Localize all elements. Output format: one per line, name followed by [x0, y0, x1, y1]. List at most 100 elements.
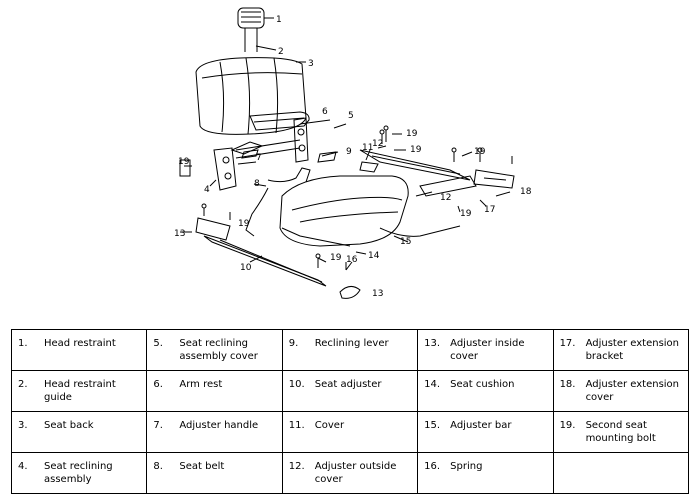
legend-part-name: Adjuster extension cover: [585, 379, 680, 403]
callout-19-e: 19: [330, 253, 342, 263]
legend-cell: 18. Adjuster extension cover: [552, 370, 690, 412]
legend-part-number: 2.: [18, 379, 28, 390]
legend-entry: 1. Head restraint: [12, 330, 146, 350]
legend-part-number: 1.: [18, 338, 28, 349]
seat-belt-drawing: [245, 167, 311, 237]
parts-legend-table: 1. Head restraint 5.Seat reclining assembl…: [10, 329, 690, 494]
callout-7: 7: [256, 153, 262, 163]
legend-part-number: 9.: [288, 338, 299, 349]
legend-row: 2.Head restraint guide 6. Arm rest 10. Seat …: [10, 370, 690, 412]
legend-part-number: 10.: [288, 379, 305, 390]
callout-19-a: 19: [406, 129, 418, 139]
callout-4: 4: [204, 185, 210, 195]
legend-cell: 9. Reclining lever: [281, 329, 419, 371]
legend-part-number: 16.: [424, 461, 441, 472]
legend-entry: 14. Seat cushion: [418, 371, 552, 391]
bolt-drawings: [201, 125, 513, 270]
callout-16: 16: [346, 255, 358, 265]
seat-cushion-drawing: [279, 175, 409, 247]
legend-cell: 17. Adjuster extension bracket: [552, 329, 690, 371]
legend-entry: 7. Adjuster handle: [147, 412, 281, 432]
legend-cell: 6. Arm rest: [146, 370, 283, 412]
seat-back-drawing: [195, 57, 307, 135]
legend-cell: 3. Seat back: [10, 411, 148, 453]
legend-part-number: 7.: [153, 420, 163, 431]
callout-3: 3: [308, 59, 314, 69]
legend-part-number: 11.: [288, 420, 305, 431]
callout-1: 1: [276, 15, 282, 25]
legend-cell: 4.Seat reclining assembly: [10, 452, 148, 494]
callout-13-a: 13: [174, 229, 185, 239]
callout-labels: 1 2 3 5 6 9 11 12 19 19 19 19 19 19 17 1…: [174, 15, 532, 299]
legend-entry: 19. Second seat mounting bolt: [554, 412, 688, 445]
legend-cell: 5.Seat reclining assembly cover: [146, 329, 283, 371]
seat-reclining-assembly-drawing: [179, 117, 309, 191]
legend-cell: [552, 452, 690, 494]
legend-part-name: Seat back: [44, 420, 94, 431]
legend-part-name: Second seat mounting bolt: [585, 420, 656, 444]
legend-cell: 2.Head restraint guide: [10, 370, 148, 412]
legend-entry: 9. Reclining lever: [283, 330, 417, 350]
legend-part-name: Adjuster bar: [450, 420, 512, 431]
callout-19-c: 19: [474, 147, 486, 157]
callout-12-b: 12: [440, 193, 451, 203]
legend-entry: 13.Adjuster inside cover: [418, 330, 552, 363]
legend-cell: 19. Second seat mounting bolt: [552, 411, 690, 453]
legend-entry: 6. Arm rest: [147, 371, 281, 391]
legend-part-name: Spring: [450, 461, 483, 472]
legend-part-number: 8.: [153, 461, 163, 472]
legend-part-name: Seat cushion: [450, 379, 515, 390]
legend-entry: 3. Seat back: [12, 412, 146, 432]
legend-entry: 16. Spring: [418, 453, 552, 473]
callout-6: 6: [322, 107, 328, 117]
legend-entry: 5.Seat reclining assembly cover: [147, 330, 281, 363]
legend-entry: 8.Seat belt: [147, 453, 281, 473]
callout-19-b: 19: [410, 145, 422, 155]
seat-adjuster-drawing: [195, 149, 471, 287]
legend-cell: 16. Spring: [417, 452, 554, 494]
legend-part-number: 4.: [18, 461, 28, 472]
legend-part-name: Adjuster handle: [179, 420, 259, 431]
legend-cell: 12.Adjuster outside cover: [281, 452, 419, 494]
legend-part-name: Reclining lever: [314, 338, 389, 349]
legend-part-number: 17.: [559, 338, 576, 349]
legend-part-number: 6.: [153, 379, 163, 390]
legend-entry: 2.Head restraint guide: [12, 371, 146, 404]
legend-cell: 13.Adjuster inside cover: [417, 329, 554, 371]
callout-19-g: 19: [460, 209, 472, 219]
callout-15: 15: [400, 237, 411, 247]
legend-part-number: 3.: [18, 420, 28, 431]
adjuster-cover-drawing: [241, 149, 379, 299]
legend-entry: 4.Seat reclining assembly: [12, 453, 146, 486]
callout-19-d: 19: [238, 219, 250, 229]
legend-cell: 7. Adjuster handle: [146, 411, 283, 453]
callout-5: 5: [348, 111, 354, 121]
legend-part-number: 19.: [559, 420, 576, 431]
callout-10: 10: [240, 263, 252, 273]
legend-part-number: 12.: [288, 461, 305, 472]
legend-cell: 1. Head restraint: [10, 329, 148, 371]
legend-part-number: 14.: [424, 379, 441, 390]
callout-14: 14: [368, 251, 380, 261]
legend-part-name: Cover: [314, 420, 345, 431]
legend-part-name: Head restraint: [44, 338, 116, 349]
legend-cell: 11. Cover: [281, 411, 419, 453]
legend-part-name: Seat adjuster: [314, 379, 382, 390]
callout-19-f: 19: [178, 157, 190, 167]
callout-2: 2: [278, 47, 284, 57]
legend-part-number: 13.: [424, 338, 441, 349]
legend-part-name: Seat reclining assembly cover: [179, 338, 258, 362]
legend-part-name: Arm rest: [179, 379, 223, 390]
legend-entry: 11. Cover: [283, 412, 417, 432]
arm-rest-drawing: [249, 111, 310, 131]
legend-part-number: 18.: [559, 379, 576, 390]
legend-part-name: Adjuster extension bracket: [585, 338, 680, 362]
legend-entry: 17. Adjuster extension bracket: [554, 330, 688, 363]
legend-cell: 10. Seat adjuster: [281, 370, 419, 412]
adjuster-bar-drawing: [379, 169, 515, 237]
legend-cell: 14. Seat cushion: [417, 370, 554, 412]
callout-13-b: 13: [372, 289, 383, 299]
leader-lines: [180, 17, 511, 271]
legend-entry: [554, 453, 688, 460]
